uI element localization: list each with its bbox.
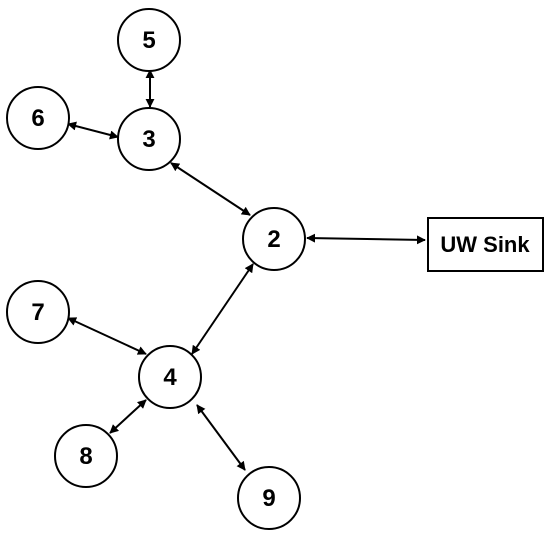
node-5-label: 5 xyxy=(142,27,155,54)
uw-sink-box xyxy=(427,217,544,272)
node-8-circle xyxy=(54,424,118,488)
edge-2-4 xyxy=(191,263,254,355)
edge-2-sink xyxy=(306,233,426,245)
node-2-label: 2 xyxy=(267,226,280,253)
node-3[interactable]: 3 xyxy=(117,107,181,171)
node-6-circle xyxy=(6,86,70,150)
node-2-circle xyxy=(242,207,306,271)
node-6[interactable]: 6 xyxy=(6,86,70,150)
node-8[interactable]: 8 xyxy=(54,424,118,488)
node-3-label: 3 xyxy=(142,126,155,153)
edge-9-4 xyxy=(196,404,246,471)
node-4-label: 4 xyxy=(163,364,177,391)
node-5[interactable]: 5 xyxy=(117,8,181,72)
node-7-label: 7 xyxy=(31,299,44,326)
uw-sink-label: UW Sink xyxy=(440,232,530,257)
node-6-label: 6 xyxy=(31,105,44,132)
node-9-label: 9 xyxy=(262,485,275,512)
edge-8-4 xyxy=(109,399,147,434)
node-4-circle xyxy=(138,345,202,409)
node-4[interactable]: 4 xyxy=(138,345,202,409)
node-uw-sink[interactable]: UW Sink xyxy=(427,217,544,272)
node-3-circle xyxy=(117,107,181,171)
node-9-circle xyxy=(237,466,301,530)
nodes-layer: 5 6 3 2 UW Sink 7 4 8 xyxy=(6,8,544,530)
node-7[interactable]: 7 xyxy=(6,280,70,344)
node-7-circle xyxy=(6,280,70,344)
node-9[interactable]: 9 xyxy=(237,466,301,530)
edge-7-4 xyxy=(67,317,147,355)
node-2[interactable]: 2 xyxy=(242,207,306,271)
edge-3-2 xyxy=(170,162,251,216)
edge-6-3 xyxy=(67,121,119,140)
node-8-label: 8 xyxy=(79,443,92,470)
node-5-circle xyxy=(117,8,181,72)
edges-layer xyxy=(67,69,426,471)
